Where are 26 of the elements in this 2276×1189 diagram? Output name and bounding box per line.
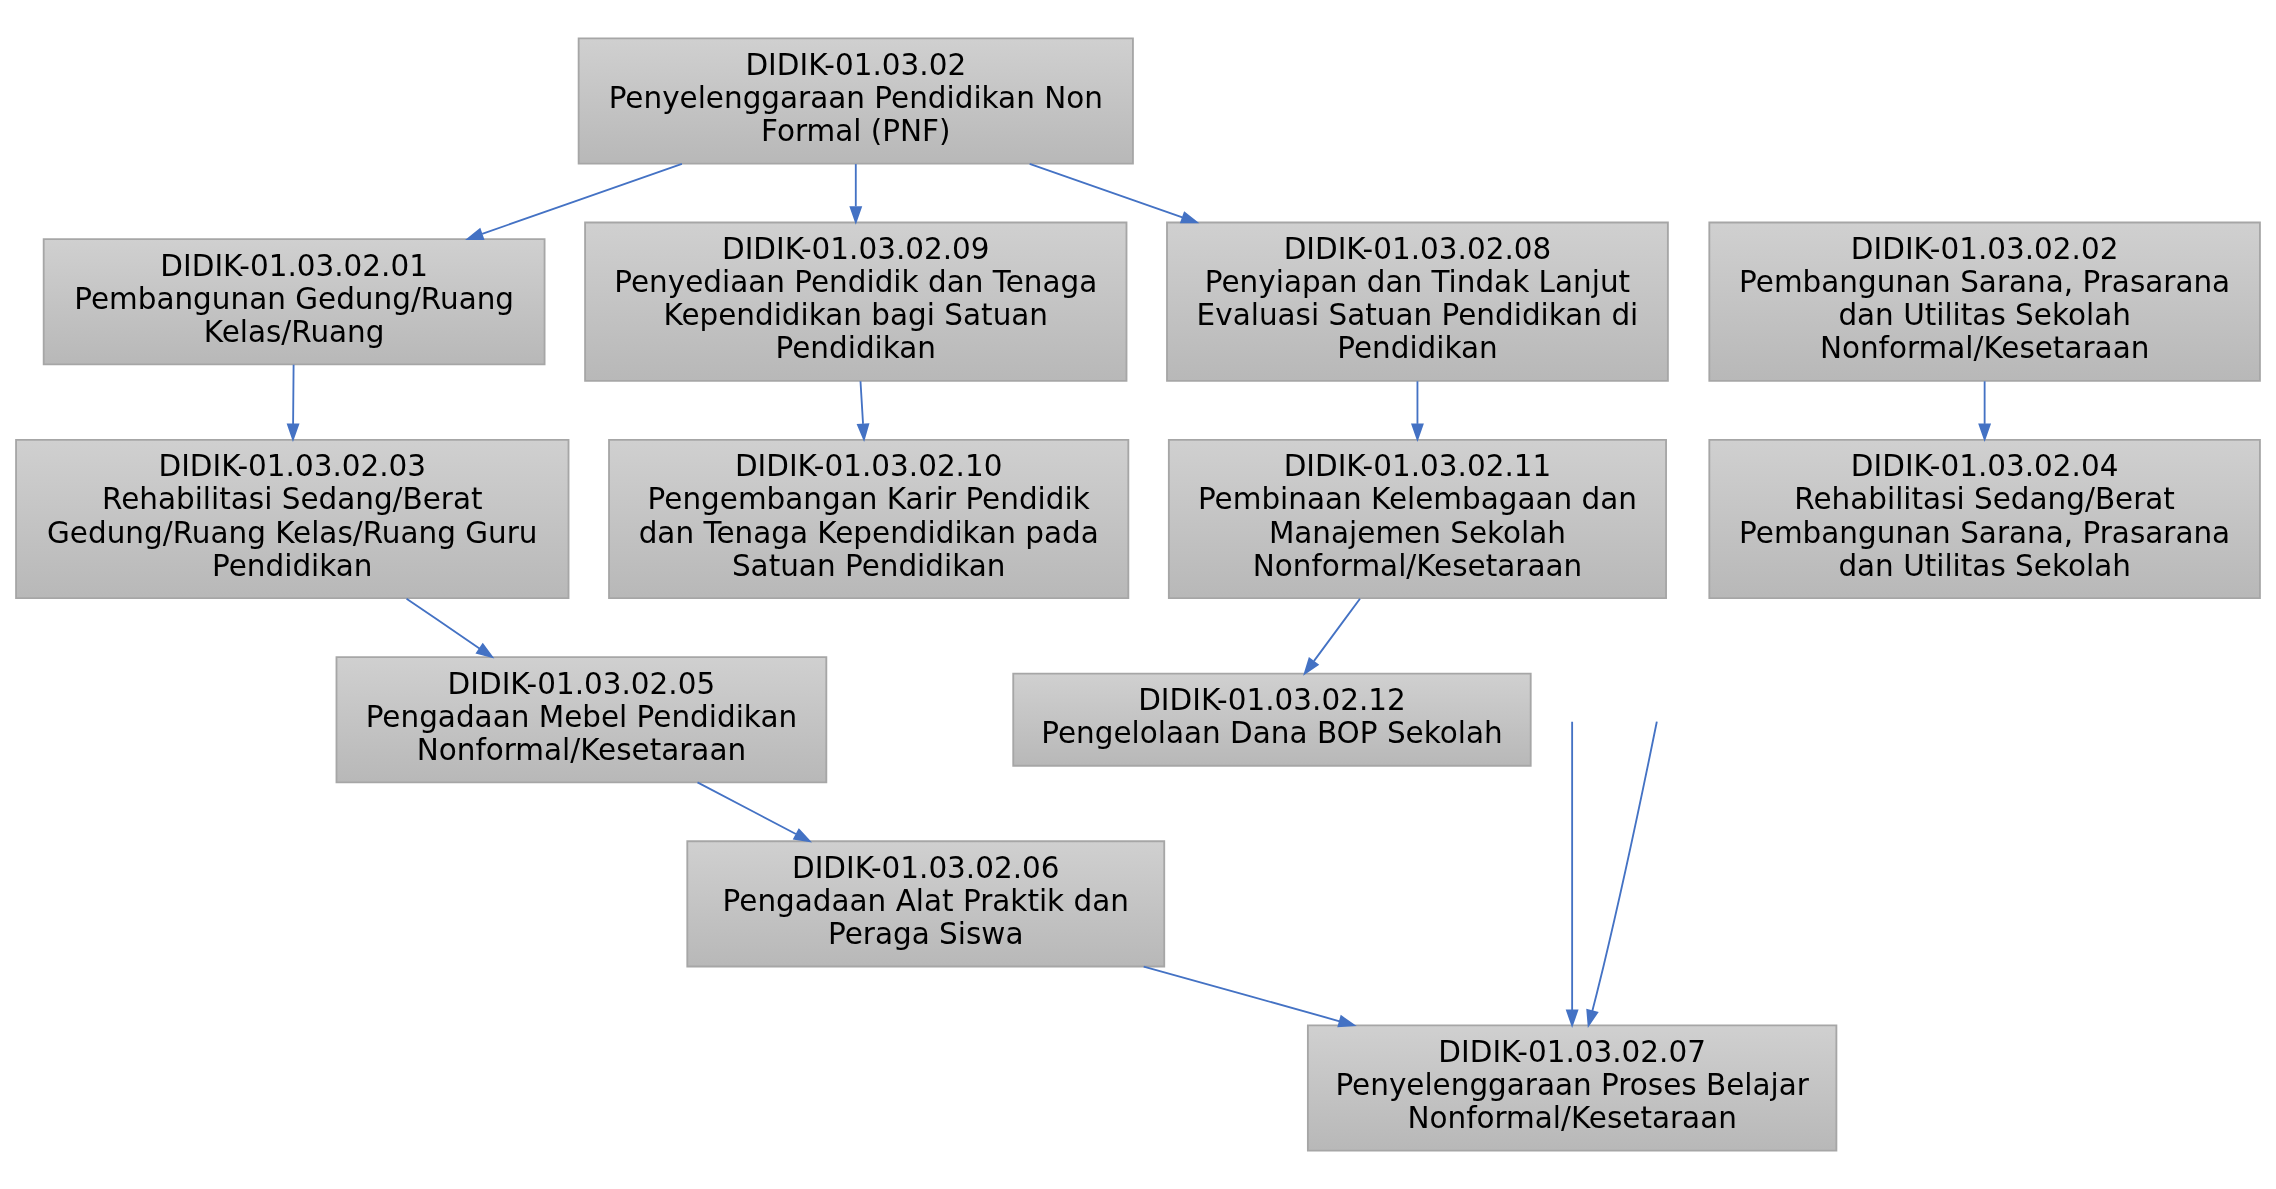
node-box: DIDIK-01.03.02.02 Pembangunan Sarana, Prasarana dan Utilitas Sekolah Nonformal/Kesetaraan [1708,221,2261,382]
node-box: DIDIK-01.03.02.11 Pembinaan Kelembagaan dan Manajemen Sekolah Nonformal/Kesetaraan [1167,438,1667,600]
arrow [286,363,300,442]
arrow [465,162,683,240]
arrow [696,781,813,843]
arrow [1978,380,1992,442]
arrow [849,163,863,225]
node-box: DIDIK-01.03.02.12 Pengelolaan Dana BOP Sekolah [1012,672,1532,767]
arrow [1028,162,1200,224]
node-box: DIDIK-01.03.02.09 Penyediaan Pendidik dan Tenaga Kependidikan bagi Satuan Pendidikan [584,221,1128,382]
node-box: DIDIK-01.03.02.03 Rehabilitasi Sedang/Berat Gedung/Ruang Kelas/Ruang Guru Pendidikan [15,438,570,600]
arrow [1303,597,1361,676]
node-box: DIDIK-01.03.02 Penyelenggaraan Pendidikan Non Formal (PNF) [577,37,1134,165]
node-box: DIDIK-01.03.02.04 Rehabilitasi Sedang/Berat Pembangunan Sarana, Prasarana dan Utilitas Sekolah [1708,438,2261,600]
arrow [856,380,870,442]
arrow [1411,380,1424,442]
node-box: DIDIK-01.03.02.05 Pengadaan Mebel Pendidikan Nonformal/Kesetaraan [335,656,828,784]
node-box: DIDIK-01.03.02.08 Penyiapan dan Tindak Lanjut Evaluasi Satuan Pendidikan di Pendidikan [1166,221,1669,382]
arrow [1142,965,1357,1028]
node-box: DIDIK-01.03.02.01 Pembangunan Gedung/Ruang Kelas/Ruang [42,238,546,366]
node-box: DIDIK-01.03.02.07 Penyelenggaraan Proses Belajar Nonformal/Kesetaraan [1306,1024,1838,1152]
arrow [1586,720,1658,1029]
node-box: DIDIK-01.03.02.06 Pengadaan Alat Praktik dan Peraga Siswa [686,840,1166,968]
arrow [405,597,495,659]
arrow [1565,720,1579,1029]
node-box: DIDIK-01.03.02.10 Pengembangan Karir Pendidik dan Tenaga Kependidikan pada Satuan Pendidikan [608,438,1130,600]
